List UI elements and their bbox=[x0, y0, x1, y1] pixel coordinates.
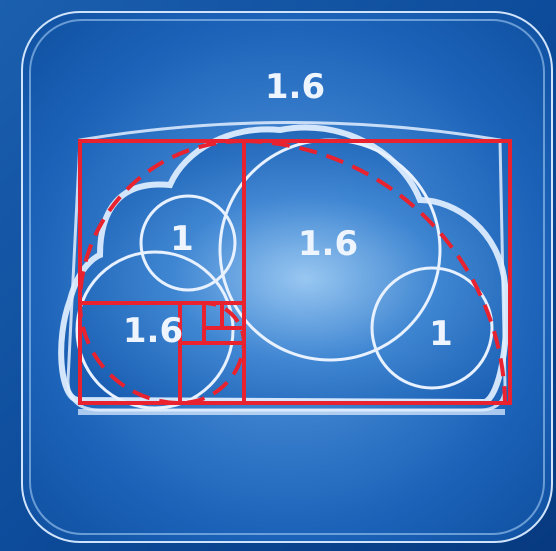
left-circle-label: 1.6 bbox=[123, 311, 183, 351]
golden-spiral bbox=[77, 138, 507, 406]
right-circle bbox=[370, 266, 494, 390]
app-tile-inner-outline bbox=[29, 19, 545, 535]
top-ratio-label: 1.6 bbox=[265, 67, 325, 107]
golden-rectangle-grid bbox=[78, 139, 512, 405]
right-circle-label: 1 bbox=[429, 314, 453, 354]
small-circle bbox=[139, 194, 237, 292]
small-circle-label: 1 bbox=[170, 219, 194, 259]
large-circle-label: 1.6 bbox=[298, 224, 358, 264]
